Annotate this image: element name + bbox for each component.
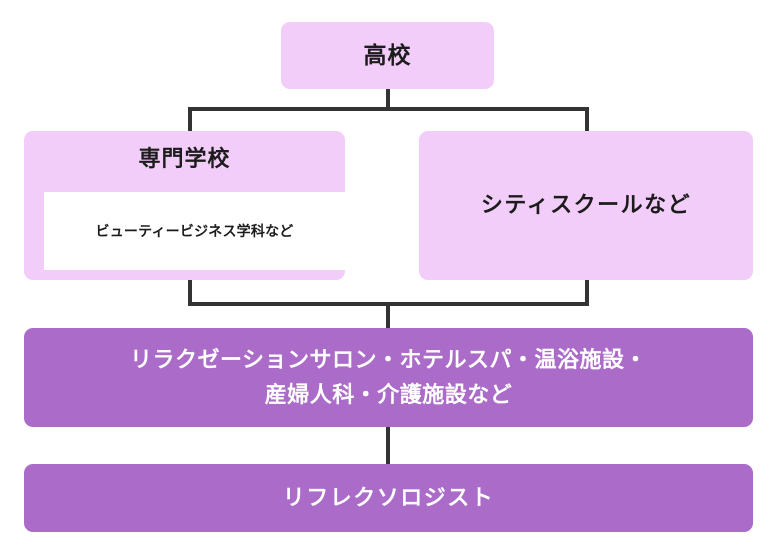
connector-top-to-split xyxy=(386,89,390,110)
node-vocational-school-department-label: ビューティービジネス学科など xyxy=(95,222,294,239)
node-workplaces: リラクゼーションサロン・ホテルスパ・温浴施設・ 産婦人科・介護施設など xyxy=(24,328,753,427)
node-job-title: リフレクソロジスト xyxy=(24,464,753,532)
node-job-title-label: リフレクソロジスト xyxy=(282,484,495,510)
connector-right-branch-to-merge xyxy=(585,276,589,306)
node-vocational-school: 専門学校 ビューティービジネス学科など xyxy=(24,131,345,280)
node-vocational-school-department-box: ビューティービジネス学科など xyxy=(44,192,345,270)
node-workplaces-label-line2: 産婦人科・介護施設など xyxy=(264,381,513,407)
node-high-school: 高校 xyxy=(281,22,494,89)
node-high-school-label: 高校 xyxy=(363,41,412,68)
connector-split-to-right-branch xyxy=(585,107,589,135)
connector-workplaces-to-job xyxy=(386,425,390,466)
connector-split-bar xyxy=(188,107,589,111)
node-city-school: シティスクールなど xyxy=(419,131,753,280)
node-city-school-label: シティスクールなど xyxy=(480,192,692,218)
connector-merge-to-workplaces xyxy=(386,302,390,330)
connector-split-to-left-branch xyxy=(188,107,192,135)
connector-left-branch-to-merge xyxy=(188,276,192,306)
node-workplaces-label-line1: リラクゼーションサロン・ホテルスパ・温浴施設・ xyxy=(129,347,648,373)
node-vocational-school-label: 専門学校 xyxy=(138,146,231,171)
